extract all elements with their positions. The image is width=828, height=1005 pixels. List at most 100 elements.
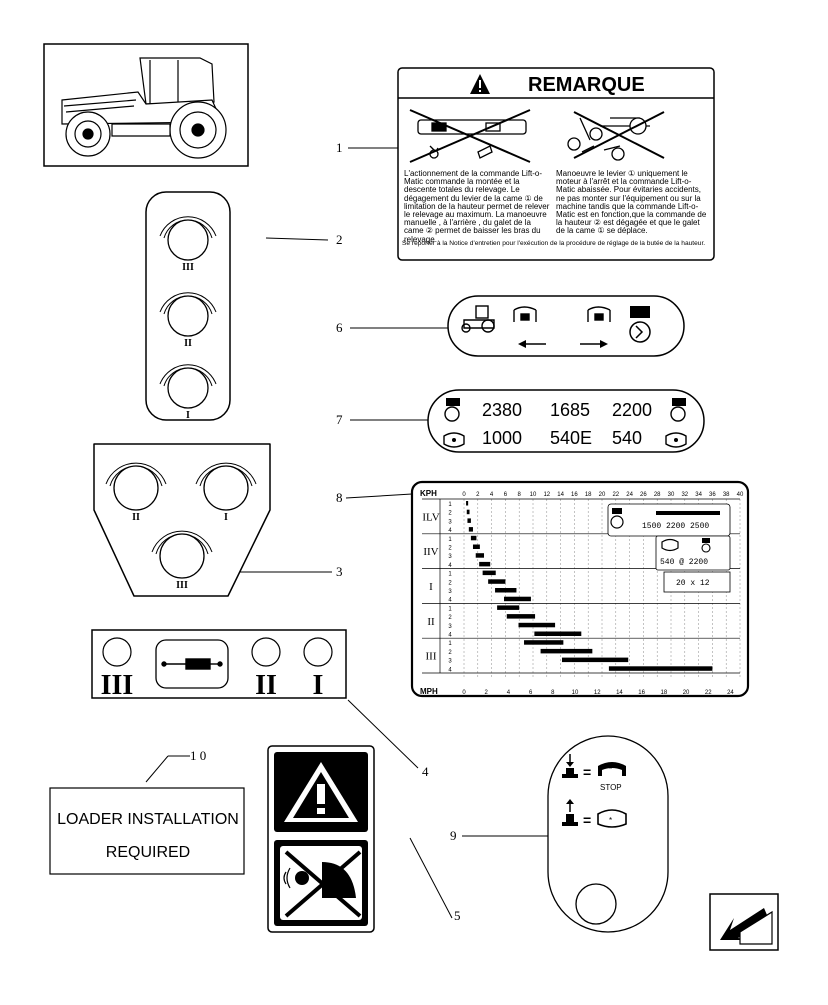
remarque-title: REMARQUE bbox=[528, 74, 645, 96]
button-released-icon bbox=[562, 799, 578, 826]
callout-1: 1 bbox=[336, 140, 343, 155]
gauge-circle bbox=[203, 465, 249, 511]
engine-rpm-icon bbox=[670, 398, 686, 422]
remarque-text-bottom: Se reporter à la Notice d'entretien pour… bbox=[402, 240, 706, 247]
callout-4: 4 bbox=[422, 764, 429, 779]
rpm-value-1: 2380 bbox=[482, 400, 522, 420]
kph-tick-label: 30 bbox=[668, 492, 675, 498]
gear-group-label: I bbox=[429, 581, 433, 593]
lift-down-icon bbox=[587, 306, 611, 322]
gauge-circle bbox=[167, 219, 209, 261]
leader-lines bbox=[145, 147, 548, 919]
decal-7: 2380 1685 2200 1000 540E 540 bbox=[427, 389, 705, 453]
button-pressed-icon bbox=[562, 754, 578, 778]
decal-10: LOADER INSTALLATION REQUIRED bbox=[49, 787, 245, 875]
gauge bbox=[159, 292, 217, 337]
gear-row-label: 3 bbox=[448, 554, 452, 560]
pto-icon bbox=[665, 432, 687, 448]
kph-tick-label: 2 bbox=[476, 492, 480, 498]
gauge-circle bbox=[102, 637, 132, 667]
gauge bbox=[151, 530, 213, 579]
mph-tick-label: 4 bbox=[507, 690, 511, 696]
decal-6 bbox=[447, 295, 685, 357]
cam-crossed-icon bbox=[567, 111, 665, 161]
gear-row-label: 2 bbox=[448, 580, 452, 586]
mph-tick-label: 12 bbox=[594, 690, 601, 696]
pto-engage-icon: * bbox=[597, 809, 627, 828]
gear-row-label: 3 bbox=[448, 659, 452, 665]
position-label: I bbox=[224, 512, 228, 523]
engine-rpm-icon bbox=[610, 508, 624, 529]
stop-label: STOP bbox=[600, 783, 622, 792]
speed-bar bbox=[475, 553, 485, 558]
push-button bbox=[575, 883, 617, 925]
speed-bar bbox=[534, 631, 582, 636]
speed-bar bbox=[608, 666, 713, 671]
no-bystanders-icon bbox=[283, 850, 362, 918]
callout-8: 8 bbox=[336, 490, 343, 505]
kph-tick-label: 28 bbox=[654, 492, 661, 498]
speed-bar bbox=[524, 640, 564, 645]
gear-row-label: 2 bbox=[448, 511, 452, 517]
gear-group-label: II bbox=[427, 616, 435, 628]
gear-group-label: IIV bbox=[423, 546, 438, 558]
position-label: III bbox=[182, 262, 194, 273]
lift-up-icon bbox=[513, 306, 537, 322]
mph-tick-label: 10 bbox=[572, 690, 579, 696]
arrow-right-icon bbox=[580, 340, 608, 348]
warning-triangle-icon bbox=[284, 762, 358, 822]
gauge-circle bbox=[167, 295, 209, 337]
speed-bar bbox=[466, 509, 470, 515]
callout-9: 9 bbox=[450, 828, 457, 843]
mph-tick-label: 8 bbox=[551, 690, 555, 696]
kph-tick-label: 26 bbox=[640, 492, 647, 498]
kph-tick-label: 34 bbox=[695, 492, 702, 498]
previous-page-icon[interactable] bbox=[709, 893, 779, 951]
speed-bar bbox=[540, 648, 593, 654]
rpm-value-2: 1685 bbox=[550, 400, 590, 420]
position-label: II bbox=[255, 670, 277, 701]
gear-row-label: 1 bbox=[448, 537, 452, 543]
gauge-circle bbox=[159, 533, 205, 579]
gear-row-label: 3 bbox=[448, 589, 452, 595]
chart-info-boxes: 1500 2200 2500 540 @ 2200 20 x 12 bbox=[607, 503, 731, 593]
svg-text:*: * bbox=[609, 816, 612, 825]
gauge-circle bbox=[251, 637, 281, 667]
mph-tick-label: 6 bbox=[529, 690, 533, 696]
arrow-left-icon bbox=[518, 340, 546, 348]
tractor-thumbnail bbox=[43, 43, 249, 167]
position-label: II bbox=[184, 338, 192, 349]
kph-tick-label: 16 bbox=[571, 492, 578, 498]
decal-5 bbox=[267, 745, 375, 933]
kph-tick-label: 40 bbox=[737, 492, 744, 498]
gauge bbox=[159, 364, 217, 409]
kph-tick-label: 32 bbox=[681, 492, 688, 498]
callout-6: 6 bbox=[336, 320, 343, 335]
kph-tick-label: 20 bbox=[599, 492, 606, 498]
kph-tick-label: 10 bbox=[530, 492, 537, 498]
loader-label-line-2: REQUIRED bbox=[106, 844, 190, 861]
callout-2: 2 bbox=[336, 232, 343, 247]
gear-row-label: 4 bbox=[448, 563, 452, 569]
rpm-range-bar bbox=[656, 511, 720, 515]
callout-7: 7 bbox=[336, 412, 343, 427]
mph-tick-label: 20 bbox=[683, 690, 690, 696]
kph-tick-label: 38 bbox=[723, 492, 730, 498]
remarque-text-right: Manoeuvre le levier ① uniquement le mote… bbox=[556, 169, 707, 236]
callout-5: 5 bbox=[454, 908, 461, 923]
kph-tick-label: 22 bbox=[612, 492, 619, 498]
position-label: III bbox=[176, 580, 188, 591]
kph-tick-label: 14 bbox=[557, 492, 564, 498]
decal-9: = * STOP = * bbox=[547, 735, 669, 933]
gear-row-label: 2 bbox=[448, 650, 452, 656]
callout-numbers: 1 2 3 4 5 6 7 8 9 1 0 bbox=[190, 140, 461, 923]
decal-1-remarque: REMARQUE bbox=[397, 67, 715, 261]
speed-bar bbox=[468, 527, 473, 532]
engine-rpm-icon bbox=[444, 398, 460, 422]
gear-row-label: 4 bbox=[448, 598, 452, 604]
pto-icon bbox=[443, 432, 465, 448]
rpm-range-values: 1500 2200 2500 bbox=[642, 522, 709, 531]
